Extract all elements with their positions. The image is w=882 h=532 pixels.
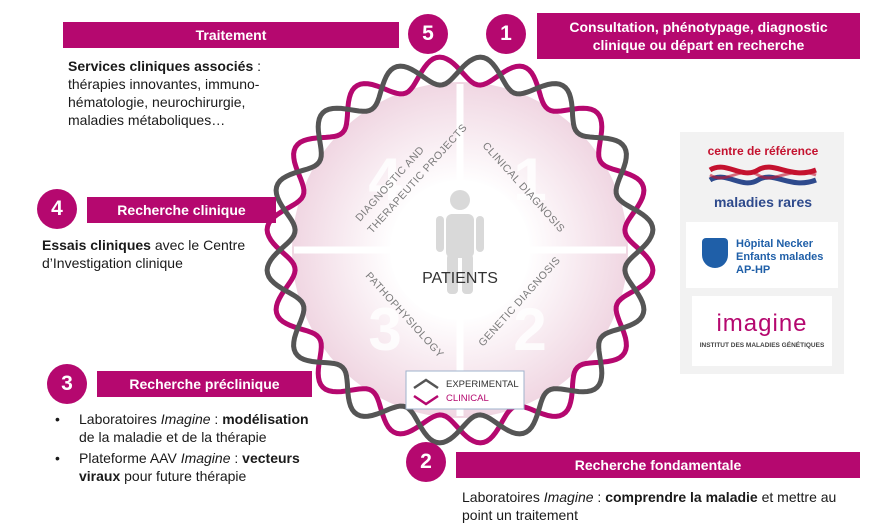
necker-logo: Hôpital Necker Enfants malades AP-HP	[686, 222, 838, 288]
step4-line2: d’Investigation clinique	[42, 255, 183, 271]
step2-mid: :	[593, 489, 606, 505]
step5-description: Services cliniques associés : thérapies …	[68, 57, 298, 129]
step2-line2: point un traitement	[462, 507, 578, 523]
step1-number: 1	[500, 22, 512, 45]
experimental-label: EXPERIMENTAL	[446, 379, 519, 390]
step5-number-badge: 5	[408, 14, 448, 54]
step1-banner: Consultation, phénotypage, diagnostic cl…	[537, 13, 860, 59]
step4-description: Essais cliniques avec le Centre d’Invest…	[42, 236, 282, 272]
step3-b1-italic: Imagine	[160, 411, 211, 427]
necker-shield-icon	[702, 238, 728, 268]
step3-bullet-2: • Plateforme AAV Imagine : vecteurs vira…	[55, 449, 355, 485]
clinical-label: CLINICAL	[446, 393, 489, 404]
experimental-chevron-icon	[413, 378, 439, 390]
step4-number-badge: 4	[37, 189, 77, 229]
step2-bold: comprendre la maladie	[605, 489, 758, 505]
step1-title-line1: Consultation, phénotypage, diagnostic	[569, 19, 828, 35]
step3-b2-prefix: Plateforme AAV	[79, 450, 181, 466]
necker-line3: AP-HP	[736, 264, 771, 276]
crmr-logo: centre de référence maladies rares	[702, 140, 824, 214]
step2-italic: Imagine	[543, 489, 594, 505]
step3-bullet-1: • Laboratoires Imagine : modélisation de…	[55, 410, 355, 446]
step4-title: Recherche clinique	[117, 202, 246, 218]
imagine-subtitle: INSTITUT DES MALADIES GÉNÉTIQUES	[699, 342, 825, 349]
step3-b1-bold: modélisation	[222, 411, 309, 427]
step2-title: Recherche fondamentale	[574, 457, 742, 473]
step1-title-line2: clinique ou départ en recherche	[592, 37, 805, 53]
step3-title: Recherche préclinique	[129, 376, 280, 392]
step2-description: Laboratoires Imagine : comprendre la mal…	[462, 488, 882, 524]
crmr-wave-icon	[708, 164, 817, 186]
step2-number-badge: 2	[406, 442, 446, 482]
quadrant-number-4: 4	[368, 146, 402, 213]
clinical-chevron-icon	[413, 394, 439, 406]
crmr-bottom-text: maladies rares	[713, 194, 813, 210]
step5-number: 5	[422, 22, 434, 45]
imagine-name: imagine	[716, 310, 808, 337]
bullet-marker: •	[55, 411, 60, 427]
step5-banner: Traitement	[63, 22, 399, 48]
step2-number: 2	[420, 450, 432, 473]
step5-colon: :	[253, 58, 262, 74]
crmr-top-text: centre de référence	[707, 144, 819, 158]
wheel-center-label: PATIENTS	[422, 270, 498, 287]
step3-number: 3	[61, 372, 73, 395]
necker-line1: Hôpital Necker	[736, 238, 814, 250]
step2-prefix: Laboratoires	[462, 489, 544, 505]
step2-suffix: et mettre au	[757, 489, 837, 505]
step5-line3: hématologie, neurochirurgie,	[68, 94, 246, 110]
step3-number-badge: 3	[47, 364, 87, 404]
step3-b2-bold: vecteurs	[242, 450, 300, 466]
step4-suffix: avec le Centre	[150, 237, 246, 253]
step3-b2-suffix: pour future thérapie	[120, 468, 247, 484]
step5-title: Traitement	[195, 27, 267, 43]
quadrant-number-3: 3	[368, 296, 401, 363]
step3-b1-mid: :	[210, 411, 223, 427]
bullet-marker: •	[55, 450, 60, 466]
step2-banner: Recherche fondamentale	[456, 452, 860, 478]
step3-b2-bold2: viraux	[79, 468, 121, 484]
step3-banner: Recherche préclinique	[97, 371, 312, 397]
necker-line2: Enfants malades	[736, 251, 824, 263]
step3-b1-prefix: Laboratoires	[79, 411, 161, 427]
step3-b2-mid: :	[230, 450, 243, 466]
step3-b1-line2: de la maladie et de la thérapie	[79, 429, 267, 445]
partner-logos-panel: centre de référence maladies rares Hôpit…	[680, 132, 844, 374]
imagine-logo: imagine INSTITUT DES MALADIES GÉNÉTIQUES	[692, 296, 832, 366]
step3-b2-italic: Imagine	[180, 450, 231, 466]
step4-number: 4	[51, 197, 63, 220]
quadrant-number-2: 2	[513, 296, 546, 363]
step4-banner: Recherche clinique	[87, 197, 276, 223]
step1-number-badge: 1	[486, 14, 526, 54]
step5-line2: thérapies innovantes, immuno-	[68, 76, 260, 92]
step5-line4: maladies métaboliques…	[68, 112, 226, 128]
step4-bold: Essais cliniques	[42, 237, 151, 253]
patient-icon	[436, 190, 484, 294]
quadrant-number-1: 1	[513, 146, 546, 213]
helix-strand-grey	[264, 54, 656, 446]
step5-bold: Services cliniques associés	[68, 58, 254, 74]
